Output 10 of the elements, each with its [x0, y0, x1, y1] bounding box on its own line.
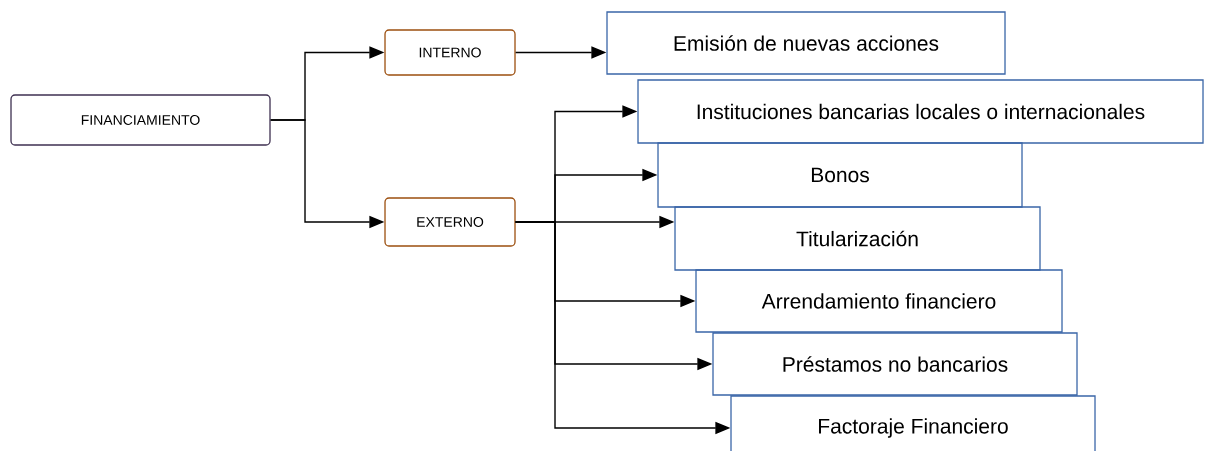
process-box: Arrendamiento financiero — [695, 269, 1063, 333]
process-box: Factoraje Financiero — [730, 395, 1096, 451]
process-box: EXTERNO — [384, 197, 516, 247]
process-box: Titularización — [674, 206, 1041, 271]
process-box: Préstamos no bancarios — [712, 332, 1078, 396]
process-box: INTERNO — [384, 29, 516, 76]
process-box: Instituciones bancarias locales o internacionales — [637, 79, 1204, 144]
process-box: Emisión de nuevas acciones — [606, 11, 1006, 75]
process-box: FINANCIAMIENTO — [10, 94, 271, 146]
process-box: Bonos — [657, 142, 1023, 208]
